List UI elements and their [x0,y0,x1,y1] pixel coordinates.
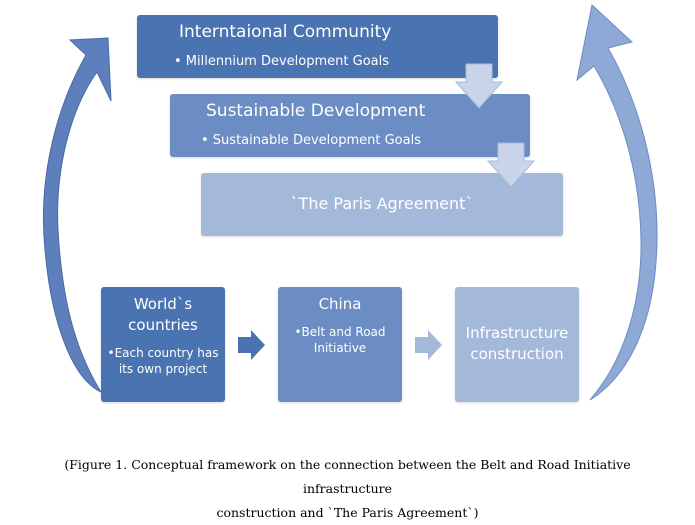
down-arrow-1 [454,63,504,109]
right-curved-arrow [576,4,658,401]
infrastructure-title: Infrastructure construction [465,324,569,363]
paris-agreement-title: `The Paris Agreement` [290,194,474,213]
world-countries-bullet: •Each country has its own project [107,346,219,376]
figure-caption: (Figure 1. Conceptual framework on the c… [20,453,675,525]
millennium-goals-bullet: • Millennium Development Goals [174,54,390,69]
international-community-title: Interntaional Community [179,22,392,42]
left-curved-arrow [42,37,112,394]
right-arrow-2 [415,330,442,360]
right-arrow-1 [238,330,265,360]
sustainable-goals-bullet: • Sustainable Development Goals [201,133,421,148]
sustainable-development-title: Sustainable Development [206,101,426,121]
china-box: China •Belt and Road Initiative [278,287,402,402]
paris-agreement-box: `The Paris Agreement` [201,173,563,236]
diagram-arrows [42,4,658,401]
infrastructure-box: Infrastructure construction [455,287,579,402]
world-countries-title: World`s countries [128,295,198,334]
world-countries-box: World`s countries •Each country has its … [101,287,225,402]
china-bullet: •Belt and Road Initiative [294,325,386,355]
down-arrow-2 [486,142,536,188]
caption-line-1: (Figure 1. Conceptual framework on the c… [64,457,631,496]
china-title: China [318,295,362,313]
international-community-box: Interntaional Community • Millennium Dev… [137,15,498,78]
sustainable-development-box: Sustainable Development • Sustainable De… [170,94,530,157]
